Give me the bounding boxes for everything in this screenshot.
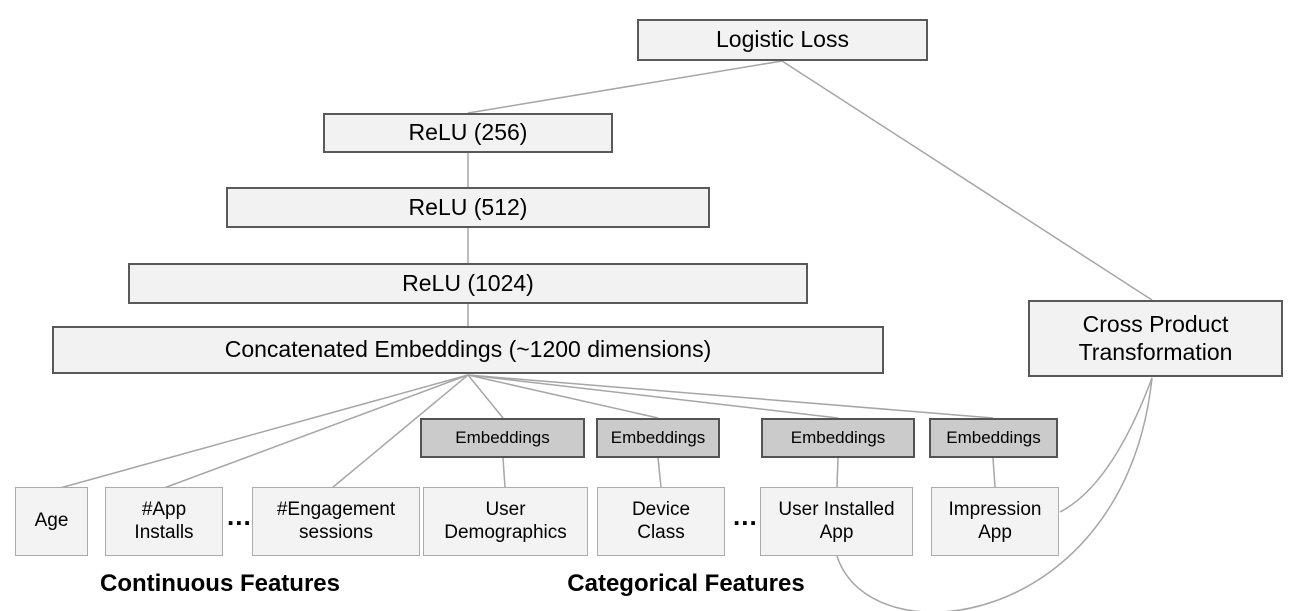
node-feature-device-class: Device Class xyxy=(597,487,725,556)
node-embeddings-user-demographics: Embeddings xyxy=(420,418,585,458)
ellipsis-continuous: ... xyxy=(227,501,252,531)
edge-concat-engagement xyxy=(331,374,469,489)
node-relu-512: ReLU (512) xyxy=(226,187,710,228)
edge-crossproduct-userinstalled-curve xyxy=(836,377,1153,611)
node-feature-impression-app: Impression App xyxy=(931,487,1059,556)
edge-crossproduct-impression-curve xyxy=(1059,377,1153,513)
edge-embed1-userdemo xyxy=(502,457,506,488)
node-embeddings-user-installed-app: Embeddings xyxy=(761,418,915,458)
edge-concat-age xyxy=(59,374,469,489)
edge-concat-appinstalls xyxy=(163,374,469,489)
node-feature-age: Age xyxy=(15,487,88,556)
label-continuous-features: Continuous Features xyxy=(99,570,340,597)
node-feature-app-installs: #App Installs xyxy=(105,487,223,556)
edge-embed3-userinstalled xyxy=(836,457,839,488)
edge-embed4-impression xyxy=(992,457,996,488)
node-feature-user-installed-app: User Installed App xyxy=(760,487,913,556)
node-concatenated-embeddings: Concatenated Embeddings (~1200 dimension… xyxy=(52,326,884,374)
node-relu-256: ReLU (256) xyxy=(323,113,613,153)
label-categorical-features: Categorical Features xyxy=(567,570,805,597)
node-feature-engagement-sessions: #Engagement sessions xyxy=(252,487,420,556)
edge-loss-to-crossproduct xyxy=(781,60,1153,301)
node-embeddings-impression-app: Embeddings xyxy=(929,418,1058,458)
edge-concat-embed4 xyxy=(467,374,994,419)
node-cross-product-transformation: Cross Product Transformation xyxy=(1028,300,1283,377)
edge-concat-embed2 xyxy=(467,374,659,419)
node-feature-user-demographics: User Demographics xyxy=(423,487,588,556)
edge-concat-embed3 xyxy=(467,374,839,419)
edge-concat-embed1 xyxy=(467,374,504,419)
ellipsis-categorical: ... xyxy=(733,501,758,531)
edge-loss-to-relu256 xyxy=(467,60,783,114)
node-logistic-loss: Logistic Loss xyxy=(637,19,928,61)
edge-embed2-deviceclass xyxy=(657,457,662,488)
node-relu-1024: ReLU (1024) xyxy=(128,263,808,304)
node-embeddings-device-class: Embeddings xyxy=(596,418,720,458)
